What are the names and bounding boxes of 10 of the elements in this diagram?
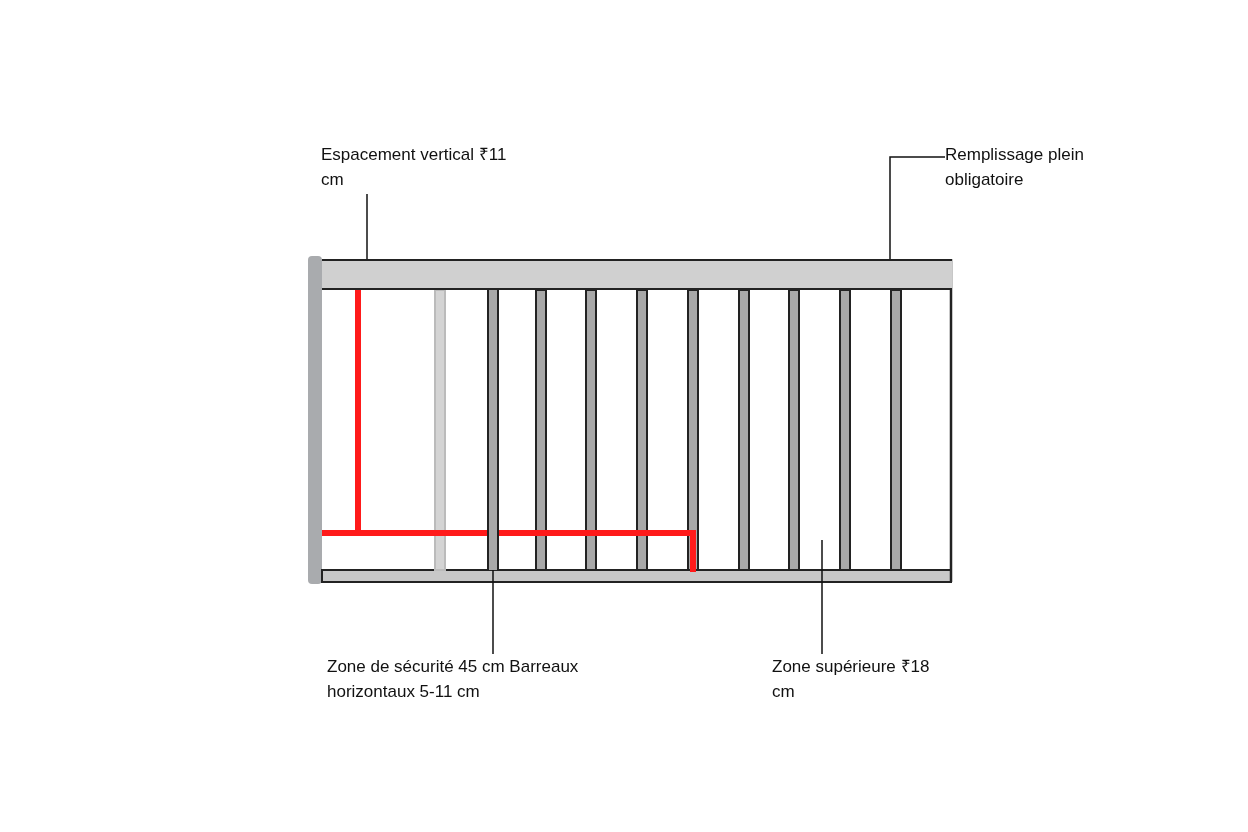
callout-text: Espacement vertical ₹11 cm: [321, 144, 508, 191]
leader-line: [821, 539, 823, 655]
callout-text: Zone de sécurité 45 cm Barreaux horizontaux 5-11 cm: [327, 656, 580, 703]
baluster-bar: [487, 290, 499, 570]
callout-text: Remplissage plein obligatoire: [945, 144, 1085, 191]
leader-line: [366, 193, 368, 260]
leader-line: [889, 156, 946, 260]
leader-line: [492, 569, 494, 655]
callout-text: Zone supérieure ₹18 cm: [772, 656, 931, 703]
top-rail: [322, 259, 952, 290]
